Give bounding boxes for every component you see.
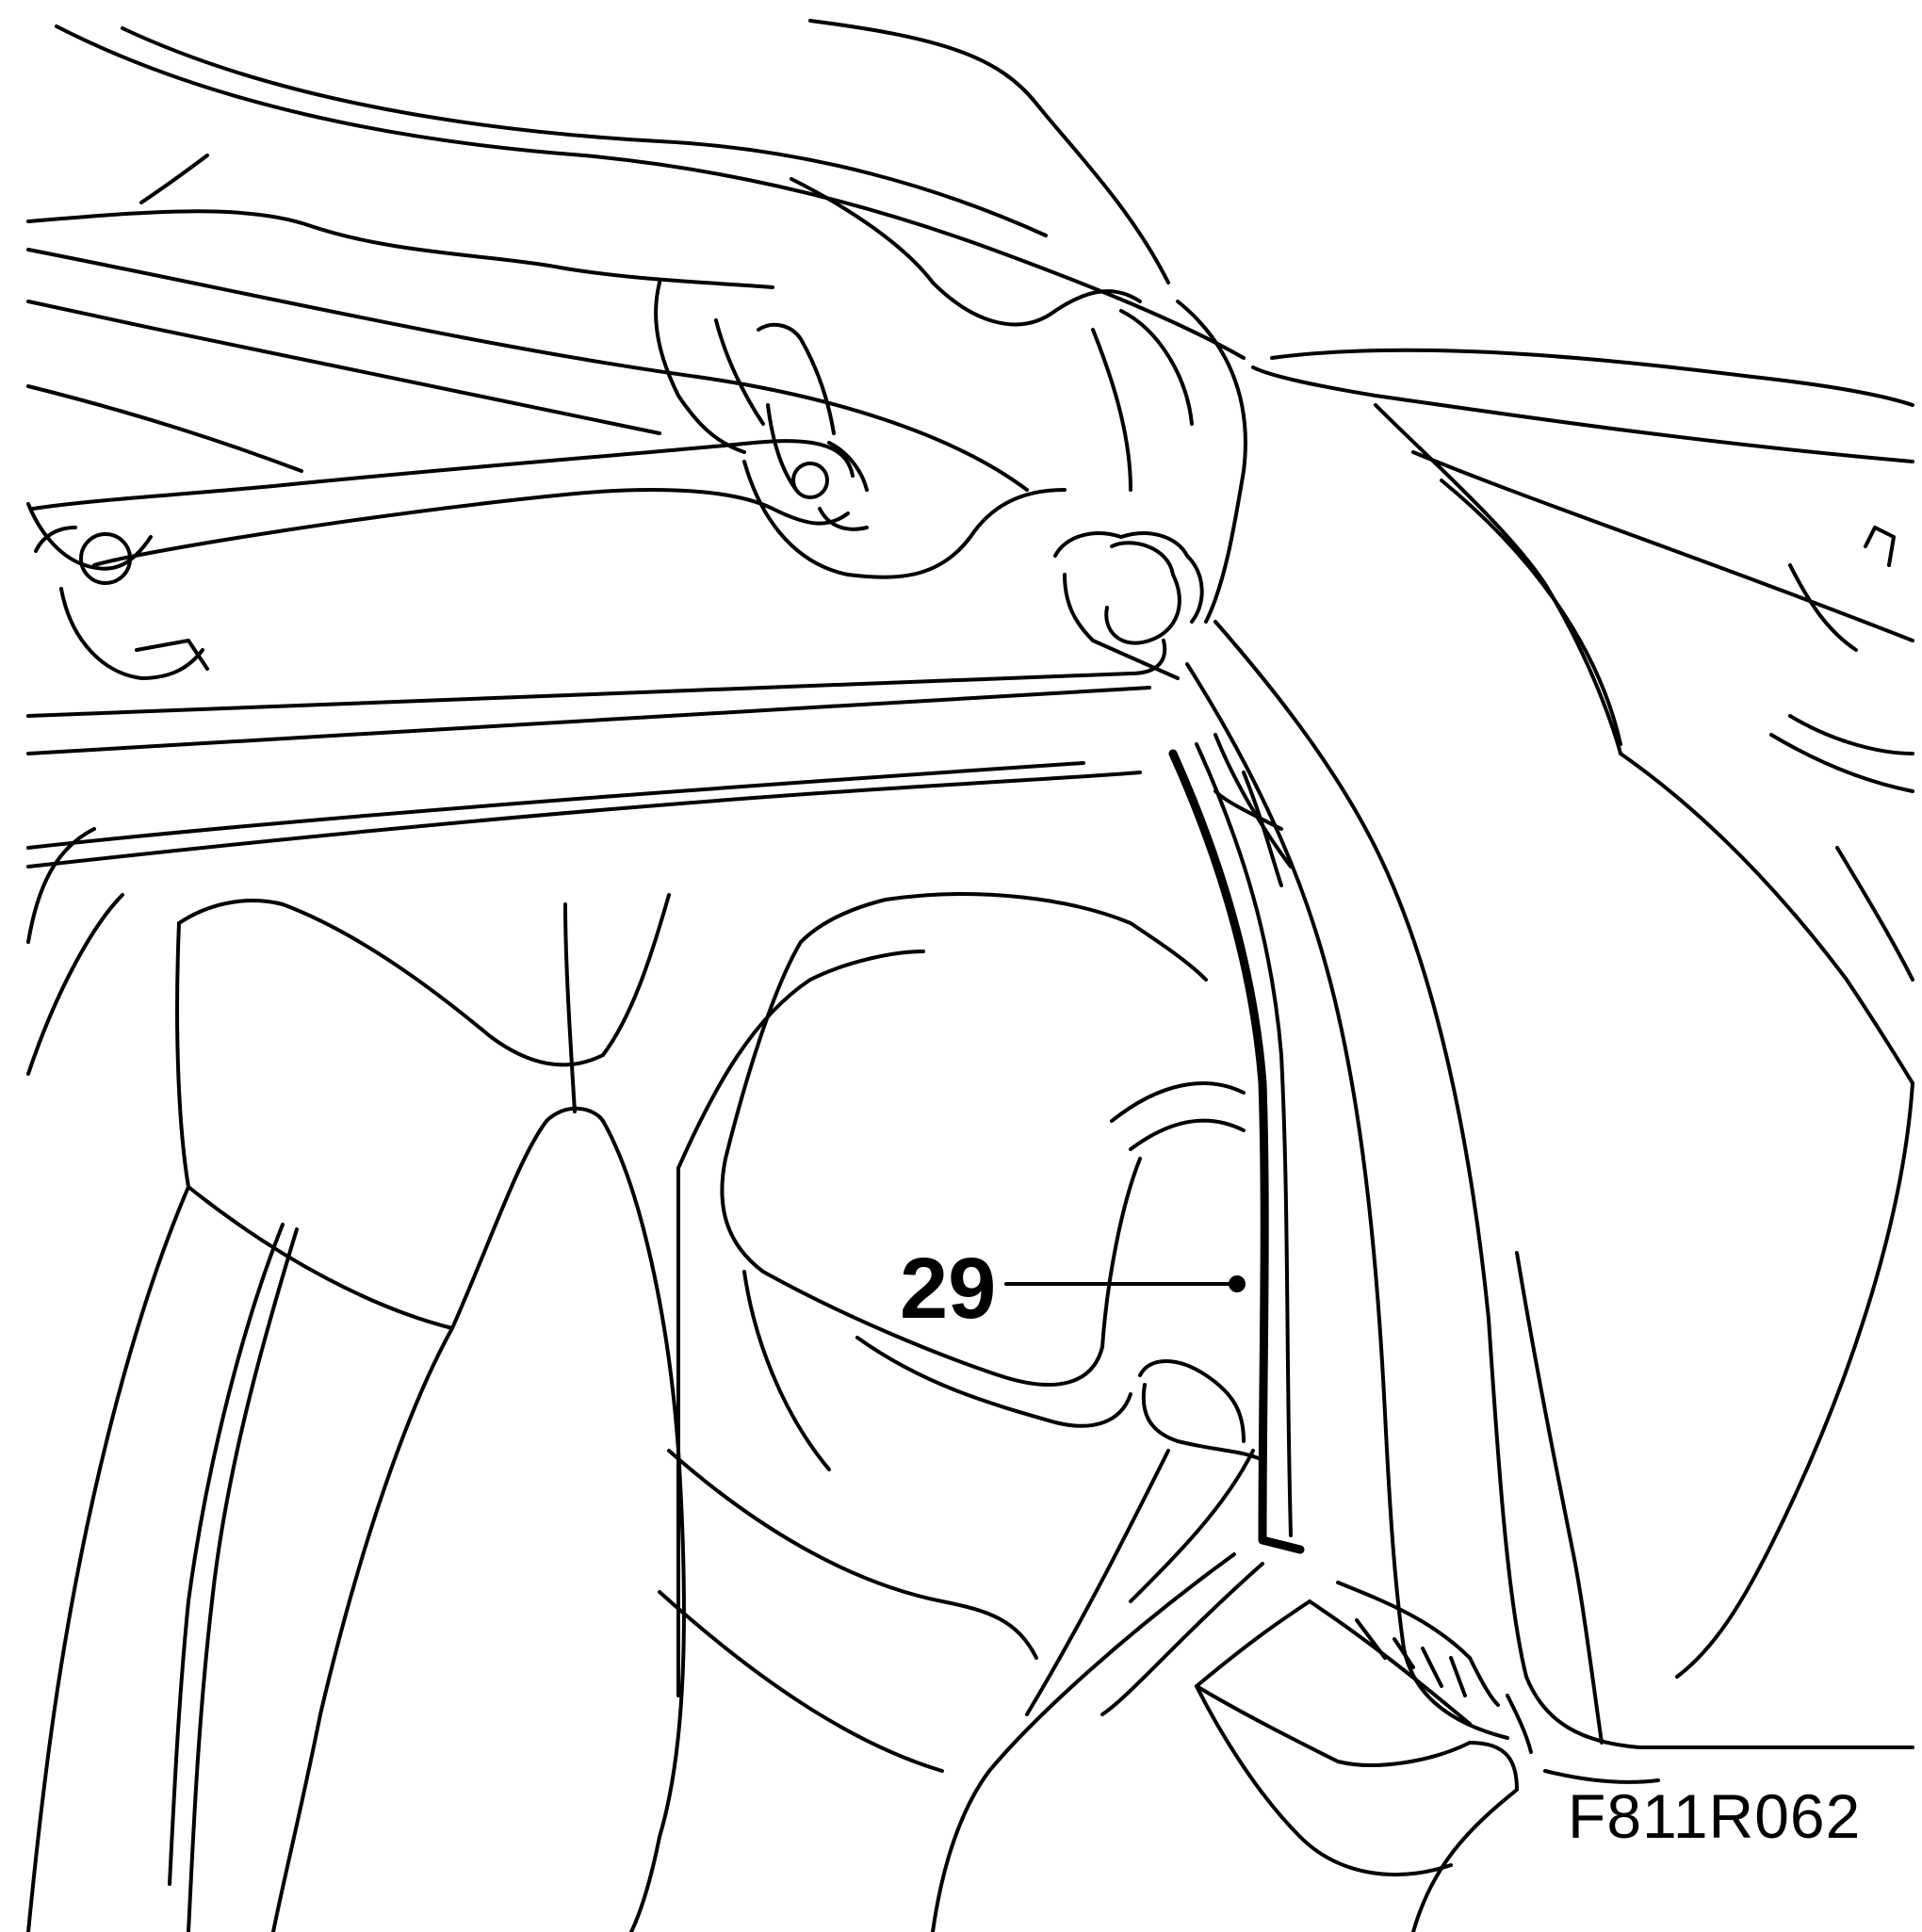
callout-number: 29: [900, 1241, 997, 1337]
soft-top-outline: [26, 19, 1246, 492]
figure-id: F811R062: [1568, 1781, 1862, 1851]
callout-dot: [1229, 1275, 1246, 1292]
rear-panel: [1251, 348, 1914, 1679]
pillar-trim: [1185, 620, 1914, 1749]
seat-backs: [26, 827, 1264, 1932]
roof-frame: [26, 281, 1247, 869]
seal-strip-29: [1168, 742, 1305, 1554]
lower-console: [931, 1552, 1660, 1932]
callout-leader: [1004, 1275, 1246, 1292]
